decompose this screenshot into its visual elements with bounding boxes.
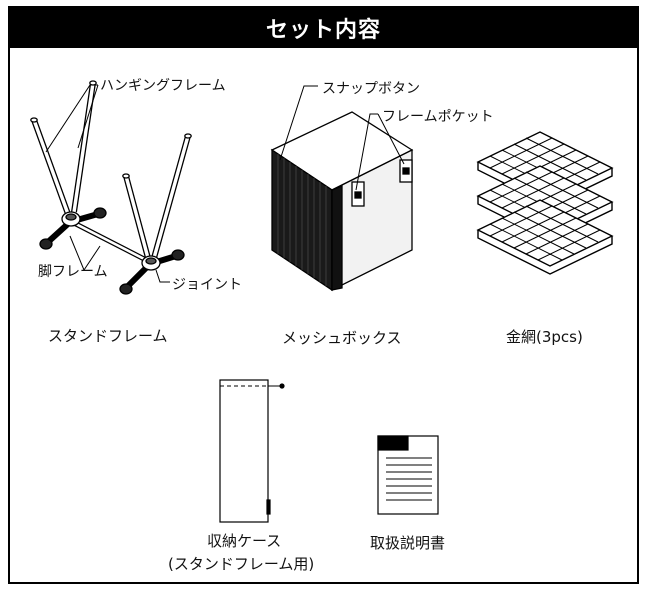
caption-storage-case: 収納ケース <box>207 532 282 550</box>
label-hanging-frame: ハンギングフレーム <box>100 78 226 94</box>
caption-storage-case-note: (スタンドフレーム用) <box>168 555 315 573</box>
joint-part <box>61 211 81 227</box>
hanging-frame-pole <box>151 133 192 259</box>
manual-illustration <box>377 435 439 515</box>
label-snap-button: スナップボタン <box>322 81 420 97</box>
wire-net-sheet <box>476 199 614 275</box>
stand-frame-leader-lines <box>45 84 170 283</box>
leg-foot <box>119 283 133 295</box>
leg-foot <box>171 249 185 261</box>
caption-stand-frame: スタンドフレーム <box>48 327 168 345</box>
hanging-frame-pole <box>122 173 151 259</box>
label-frame-pocket: フレームポケット <box>382 109 494 125</box>
caption-manual: 取扱説明書 <box>370 534 446 552</box>
contents-frame: セット内容 <box>8 6 639 584</box>
mesh-box-illustration <box>270 85 414 292</box>
hanging-frame-pole <box>30 117 71 216</box>
joint-part <box>141 255 161 271</box>
title-text: セット内容 <box>265 18 381 43</box>
mesh-box-leader-lines <box>279 85 405 191</box>
caption-mesh-box: メッシュボックス <box>282 329 402 347</box>
label-leg-frame: 脚フレーム <box>38 264 108 280</box>
page-title: セット内容 <box>10 8 637 48</box>
label-joint: ジョイント <box>172 277 242 293</box>
leg-foot <box>93 207 107 219</box>
storage-case-illustration <box>219 379 285 523</box>
hanging-frame-pole <box>71 80 97 213</box>
caption-wire-net: 金網(3pcs) <box>506 328 583 346</box>
stand-frame-illustration <box>30 80 192 295</box>
mesh-lines <box>277 154 327 286</box>
leg-foot <box>39 238 53 250</box>
wire-net-illustration <box>476 131 614 275</box>
